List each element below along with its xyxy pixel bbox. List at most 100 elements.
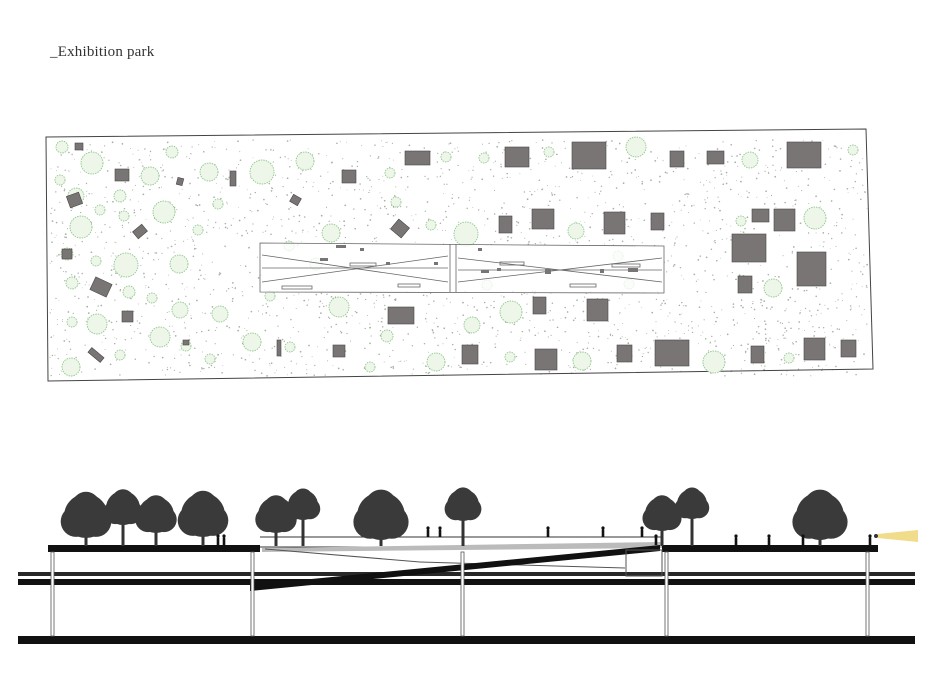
speckle (545, 158, 547, 161)
speckle (544, 243, 546, 245)
speckle (660, 304, 662, 306)
speckle (785, 187, 788, 189)
speckle (196, 204, 199, 207)
speckle (784, 310, 786, 312)
speckle (398, 361, 400, 362)
speckle (584, 211, 586, 213)
speckle (50, 336, 53, 339)
speckle (429, 292, 432, 295)
speckle (678, 147, 680, 149)
speckle (729, 188, 732, 191)
tree-canopy-icon (463, 316, 481, 334)
tree-canopy-icon (440, 151, 452, 163)
speckle (59, 373, 60, 375)
speckle (435, 317, 438, 320)
speckle (718, 200, 721, 203)
speckle (755, 177, 758, 180)
speckle (650, 366, 651, 368)
tree-canopy (452, 487, 474, 509)
speckle (450, 366, 452, 368)
pavilion-icon (669, 150, 685, 168)
speckle (122, 226, 124, 228)
speckle (718, 208, 719, 210)
speckle (683, 332, 685, 335)
speckle (85, 281, 87, 283)
light-beam (878, 530, 918, 542)
speckle (552, 319, 554, 321)
speckle (231, 286, 233, 289)
speckle (426, 321, 428, 323)
speckle (344, 204, 347, 207)
speckle (720, 334, 721, 336)
speckle (268, 182, 271, 185)
speckle (342, 158, 344, 160)
speckle (77, 272, 79, 274)
speckle (700, 335, 702, 337)
speckle (836, 147, 838, 149)
speckle (290, 372, 293, 374)
speckle (471, 176, 473, 178)
tree-canopy-icon (702, 350, 726, 374)
speckle (362, 189, 364, 191)
person-icon (546, 526, 550, 537)
speckle (673, 244, 676, 246)
speckle (704, 199, 706, 201)
speckle (191, 236, 193, 238)
speckle (500, 163, 502, 165)
speckle (611, 174, 613, 176)
column (865, 551, 870, 637)
speckle (258, 358, 261, 360)
speckle (203, 277, 205, 279)
speckle (49, 312, 51, 314)
speckle (332, 180, 334, 183)
speckle (373, 306, 376, 308)
speckle (752, 363, 754, 365)
speckle (792, 342, 794, 343)
speckle (451, 331, 454, 334)
speckle (238, 207, 240, 208)
speckle (730, 347, 733, 349)
speckle (239, 159, 242, 162)
speckle (392, 326, 394, 328)
speckle (785, 337, 787, 339)
tree-canopy-icon (426, 352, 446, 372)
speckle (660, 366, 662, 368)
speckle (153, 355, 155, 358)
speckle (147, 252, 149, 255)
speckle (114, 241, 116, 243)
speckle (561, 349, 563, 351)
speckle (766, 196, 768, 198)
speckle (858, 305, 860, 307)
speckle (820, 312, 822, 314)
speckle (141, 315, 143, 317)
speckle (635, 330, 638, 332)
person-icon (654, 534, 658, 545)
speckle (327, 171, 329, 173)
speckle (625, 336, 627, 338)
speckle (88, 284, 90, 286)
speckle (190, 269, 192, 271)
speckle (503, 296, 505, 298)
speckle (618, 313, 620, 315)
speckle (626, 172, 629, 174)
speckle (381, 317, 383, 320)
speckle (252, 139, 254, 141)
speckle (753, 318, 756, 320)
speckle (137, 303, 139, 305)
speckle (653, 340, 655, 342)
speckle (443, 183, 445, 185)
speckle (474, 188, 476, 191)
person-icon (438, 526, 442, 537)
speckle (618, 204, 621, 206)
speckle (553, 237, 555, 239)
speckle (62, 222, 64, 224)
pavilion-icon (87, 347, 105, 363)
speckle (741, 299, 743, 302)
speckle (640, 360, 643, 363)
speckle (715, 229, 717, 232)
speckle (700, 300, 702, 302)
gallery-block-icon (434, 262, 438, 265)
speckle (574, 317, 576, 319)
speckle (437, 152, 439, 154)
